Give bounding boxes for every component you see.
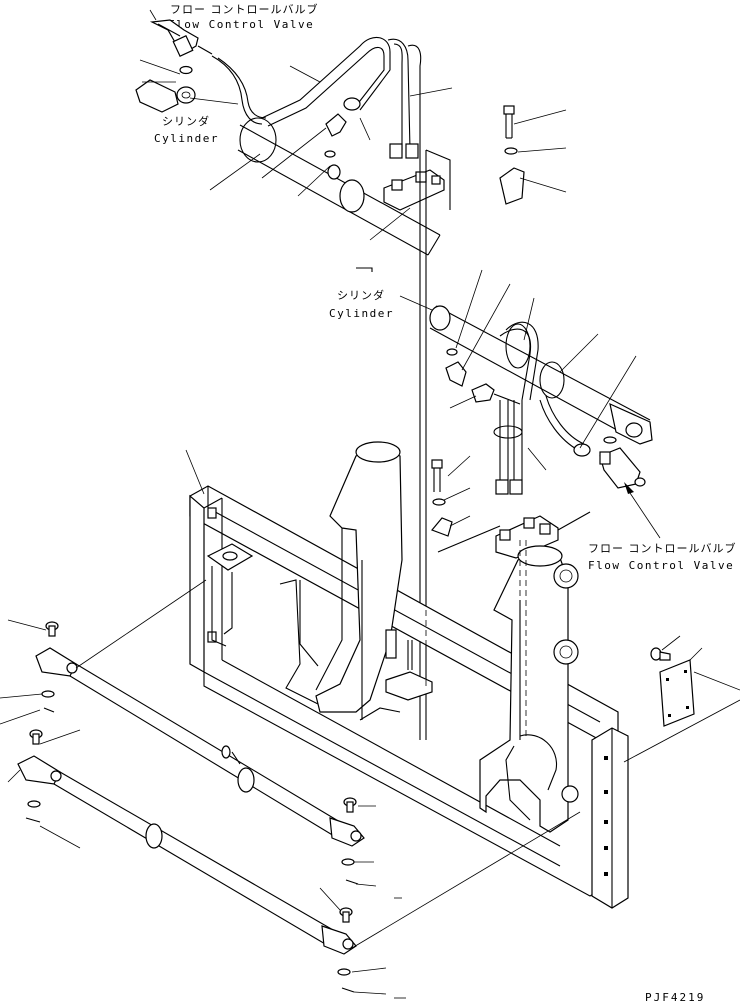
flow-control-valve-right [599,447,646,489]
label-cyl-mid-jp: シリンダ [337,288,385,302]
elbow-fitting-middle [445,361,467,387]
washer-top-2 [324,150,336,158]
label-fcv-right-en: Flow Control Valve [588,559,734,572]
pipe-clamp-top [239,117,277,163]
lower-rod-upper [35,647,365,847]
label-cyl-mid-en: Cylinder [329,307,394,320]
top-cylinder-assembly [135,19,525,740]
left-arm [279,441,433,721]
leader-lines-top [139,9,567,241]
pipe-top-a [261,36,391,119]
manifold-block-top [383,169,445,211]
pipe-clamp-middle [505,323,531,369]
label-cyl-top-en: Cylinder [154,132,219,145]
bolt-top-right [503,105,515,139]
bolt-cover [650,647,671,661]
manifold-block-middle [495,515,559,559]
leader-lines-lower [0,449,581,999]
washer-middle [446,348,458,356]
arrow-fcv-right [627,489,661,539]
leader-lines-middle [399,269,637,527]
pins-and-washers-left [25,621,59,823]
washer-middle-2 [432,498,446,506]
pin-right-upper [553,563,579,589]
flow-control-valve-top [149,19,213,58]
middle-cylinder-assembly [356,267,661,559]
label-cyl-top-jp: シリンダ [162,114,210,128]
bolt-middle [431,459,443,492]
hose-top-1 [211,55,263,125]
cylinder-rod-end-top [135,79,196,113]
lower-rod-lower [17,755,357,955]
cover-plate [659,659,695,727]
right-arm [479,545,579,833]
washer-top-right [504,147,518,155]
dashed-alignment [425,160,527,740]
label-fcv-top-en: Flow Control Valve [168,18,314,31]
label-fcv-right-jp: フロー コントロールバルブ [588,541,737,555]
cylinder-top [237,124,441,256]
pins-and-washers-right [337,797,359,993]
cylinder-middle [429,305,653,445]
label-fcv-top-jp: フロー コントロールバルブ [170,2,319,16]
washer-top [179,65,193,75]
drawing-code: PJF4219 [645,991,705,1004]
bracket-top-right [499,167,525,205]
elbow-fitting-top [325,113,347,137]
pin-right-lower [553,639,579,665]
